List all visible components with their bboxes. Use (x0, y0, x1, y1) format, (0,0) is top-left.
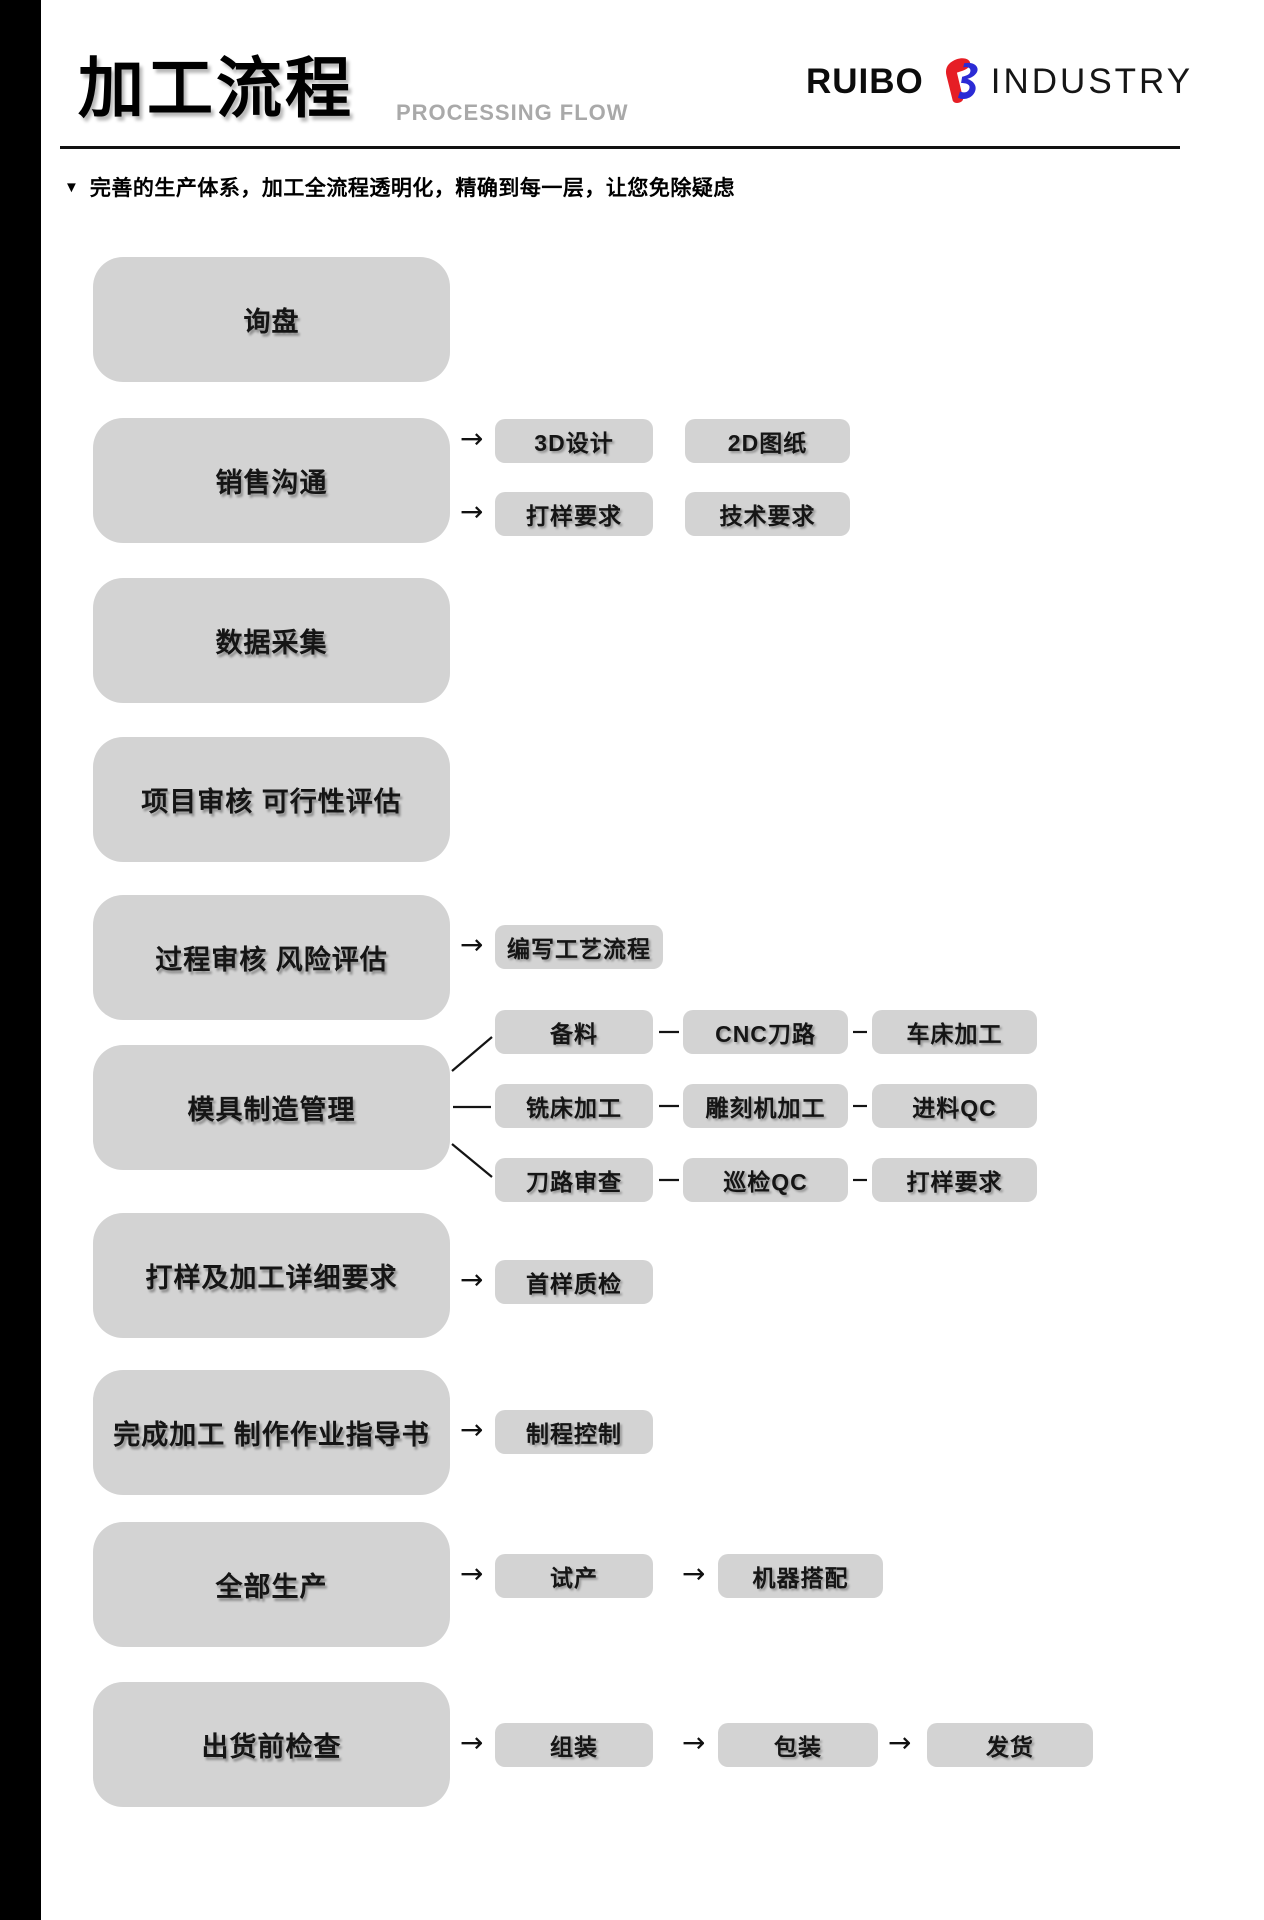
subtask-trial-production: 试产 (495, 1554, 653, 1598)
arrow-icon: → (460, 1413, 484, 1446)
subtask-incoming-qc: 进料QC (872, 1084, 1037, 1128)
flow-step-full-production: 全部生产 (93, 1522, 450, 1647)
subtask-material-prep: 备料 (495, 1010, 653, 1054)
connector-line (451, 1036, 493, 1072)
subtask-patrol-qc: 巡检QC (683, 1158, 848, 1202)
arrow-icon: → (460, 1263, 484, 1296)
subtask-process-plan: 编写工艺流程 (495, 925, 663, 969)
arrow-icon: → (460, 495, 484, 528)
flow-step-sales-communication: 销售沟通 (93, 418, 450, 543)
flow-step-work-instructions: 完成加工 制作作业指导书 (93, 1370, 450, 1495)
subtask-machine-matching: 机器搭配 (718, 1554, 883, 1598)
arrow-icon: → (682, 1557, 706, 1590)
subtask-shipment: 发货 (927, 1723, 1093, 1767)
tagline-marker-icon: ▼ (64, 178, 79, 196)
brand-word: INDUSTRY (990, 62, 1194, 101)
subtask-cnc-toolpath: CNC刀路 (683, 1010, 848, 1054)
tagline: ▼ 完善的生产体系，加工全流程透明化，精确到每一层，让您免除疑虑 (64, 172, 735, 202)
flow-step-mold-manufacturing: 模具制造管理 (93, 1045, 450, 1170)
subtask-sampling-req: 打样要求 (872, 1158, 1037, 1202)
arrow-icon: → (460, 928, 484, 961)
flow-step-project-review: 项目审核 可行性评估 (93, 737, 450, 862)
subtask-3d-design: 3D设计 (495, 419, 653, 463)
page-title: 加工流程 (78, 51, 354, 125)
ruibo-monogram-icon (945, 58, 978, 104)
tagline-text: 完善的生产体系，加工全流程透明化，精确到每一层，让您免除疑虑 (89, 177, 735, 200)
subtask-assembly: 组装 (495, 1723, 653, 1767)
connector-line (451, 1143, 493, 1178)
subtask-packaging: 包装 (718, 1723, 878, 1767)
flow-step-data-collection: 数据采集 (93, 578, 450, 703)
subtask-first-article-inspection: 首样质检 (495, 1260, 653, 1304)
flow-step-sampling-requirements: 打样及加工详细要求 (93, 1213, 450, 1338)
subtask-technical-requirements: 技术要求 (685, 492, 850, 536)
brand-logo: RUIBO INDUSTRY (806, 56, 1193, 108)
subtask-engraving: 雕刻机加工 (683, 1084, 848, 1128)
header-rule (60, 146, 1180, 149)
flow-step-process-review: 过程审核 风险评估 (93, 895, 450, 1020)
arrow-icon: → (460, 1557, 484, 1590)
subtask-sample-requirements: 打样要求 (495, 492, 653, 536)
arrow-icon: → (682, 1726, 706, 1759)
arrow-icon: → (460, 1726, 484, 1759)
subtask-lathe-machining: 车床加工 (872, 1010, 1037, 1054)
brand-name: RUIBO (806, 62, 924, 101)
left-accent-bar (0, 0, 41, 1920)
flow-step-pre-shipment-inspection: 出货前检查 (93, 1682, 450, 1807)
subtask-2d-drawing: 2D图纸 (685, 419, 850, 463)
subtask-toolpath-review: 刀路审查 (495, 1158, 653, 1202)
arrow-icon: → (460, 422, 484, 455)
subtask-process-control: 制程控制 (495, 1410, 653, 1454)
subtask-milling: 铣床加工 (495, 1084, 653, 1128)
arrow-icon: → (888, 1726, 912, 1759)
page-title-en: PROCESSING FLOW (396, 100, 629, 125)
flow-step-inquiry: 询盘 (93, 257, 450, 382)
